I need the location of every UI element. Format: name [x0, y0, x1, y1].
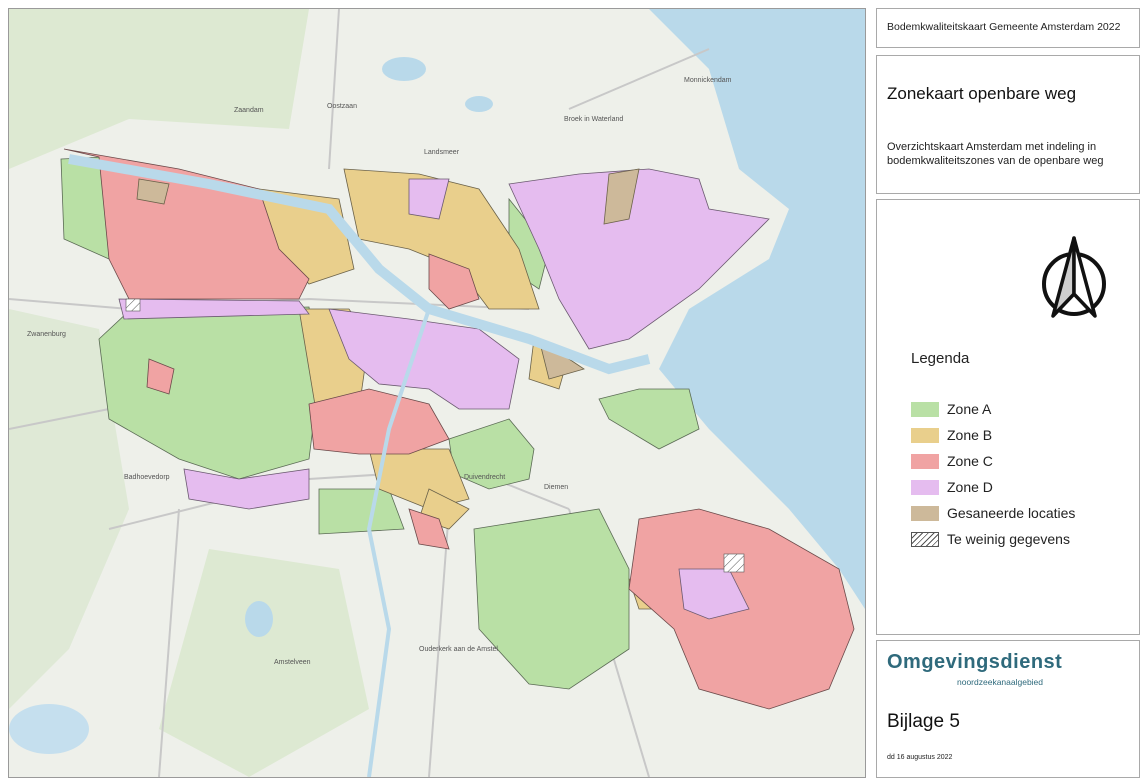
legend-item: Zone C	[911, 448, 1075, 474]
map-series-title: Bodemkwaliteitskaart Gemeente Amsterdam …	[887, 21, 1121, 33]
place-label: Diemen	[544, 484, 568, 491]
legend-label: Zone B	[947, 427, 993, 443]
legend-label: Gesaneerde locaties	[947, 505, 1076, 521]
legend-swatch	[911, 505, 939, 521]
ij-river	[68, 154, 651, 375]
lake-southwest	[9, 704, 89, 754]
document-date: dd 16 augustus 2022	[887, 754, 953, 761]
place-label: Zwanenburg	[27, 331, 66, 338]
insufficient-data-area	[125, 298, 141, 312]
header-panel: Bodemkwaliteitskaart Gemeente Amsterdam …	[876, 8, 1140, 48]
polder-north	[9, 9, 309, 169]
legend-label: Zone C	[947, 453, 993, 469]
title-panel: Zonekaart openbare weg Overzichtskaart A…	[876, 55, 1140, 194]
map-canvas: Zaandam Oostzaan Landsmeer Broek in Wate…	[9, 9, 865, 777]
zone-a-areas	[60, 156, 700, 690]
place-label: Amstelveen	[274, 659, 311, 666]
place-label: Broek in Waterland	[564, 116, 623, 123]
map-subtitle: Overzichtskaart Amsterdam met indeling i…	[887, 140, 1137, 168]
legend-item: Zone B	[911, 422, 1075, 448]
place-label: Ouderkerk aan de Amstel	[419, 646, 498, 653]
legend-item: Te weinig gegevens	[911, 526, 1075, 552]
org-logo-subtitle: noordzeekanaalgebied	[957, 677, 1044, 687]
legend-item: Zone D	[911, 474, 1075, 500]
place-label: Duivendrecht	[464, 474, 505, 481]
legend-swatch	[911, 453, 939, 469]
legend-label: Te weinig gegevens	[947, 531, 1070, 547]
legend-list: Zone A Zone B Zone C Zone D Gesaneerde l…	[911, 396, 1075, 552]
legend-item: Gesaneerde locaties	[911, 500, 1075, 526]
map-subtitle-line: bodemkwaliteitszones van de openbare weg	[887, 155, 1104, 167]
north-arrow-icon	[1029, 232, 1119, 323]
amstel-river	[366, 308, 431, 777]
place-label: Landsmeer	[424, 149, 460, 156]
ijmeer-water	[649, 9, 865, 609]
legend-label: Zone D	[947, 479, 993, 495]
lake-north	[382, 57, 426, 81]
map-title: Zonekaart openbare weg	[887, 84, 1077, 103]
zone-map[interactable]: Zaandam Oostzaan Landsmeer Broek in Wate…	[8, 8, 866, 778]
legend-label: Zone A	[947, 401, 992, 417]
place-label: Oostzaan	[327, 103, 357, 110]
place-label: Zaandam	[234, 107, 264, 114]
map-subtitle-line: Overzichtskaart Amsterdam met indeling i…	[887, 141, 1097, 153]
legend-swatch	[911, 531, 939, 547]
legend-panel: Legenda Zone A Zone B Zone C Zone D Gesa…	[876, 199, 1140, 635]
legend-item: Zone A	[911, 396, 1075, 422]
lake-amstelveen	[245, 601, 273, 637]
legend-swatch	[911, 427, 939, 443]
place-label: Monnickendam	[684, 77, 732, 84]
lake-landsmeer	[465, 96, 493, 112]
amstelland-green	[159, 549, 369, 777]
polder-west	[9, 309, 129, 709]
appendix-title: Bijlage 5	[887, 711, 960, 732]
legend-swatch	[911, 401, 939, 417]
place-label: Badhoevedorp	[124, 474, 170, 481]
place-labels: Zaandam Oostzaan Landsmeer Broek in Wate…	[27, 77, 732, 666]
footer-panel: Omgevingsdienst noordzeekanaalgebied Bij…	[876, 640, 1140, 778]
legend-title: Legenda	[911, 350, 970, 367]
insufficient-data-area-east	[723, 553, 745, 573]
zone-d-areas	[118, 168, 770, 620]
legend-swatch	[911, 479, 939, 495]
org-logo: Omgevingsdienst	[887, 651, 1063, 673]
